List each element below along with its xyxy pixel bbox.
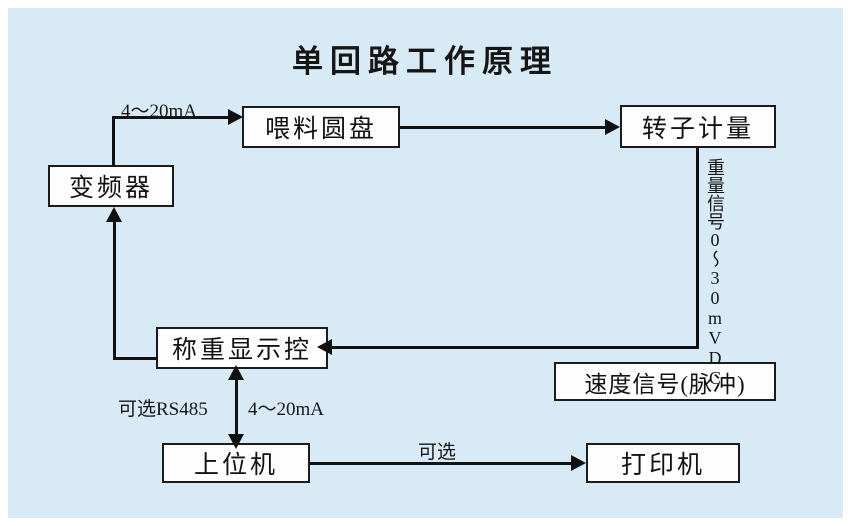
- frame-border-bottom: [0, 518, 850, 526]
- node-speed-signal: 速度信号(脉冲): [554, 362, 776, 401]
- arrowhead-down-to-host-computer: [228, 434, 244, 449]
- frame-border-left: [0, 0, 8, 526]
- edge-weigh-up-to-inverter: [113, 220, 116, 360]
- arrowhead-to-printer: [571, 455, 586, 471]
- edge-host-to-printer: [310, 462, 574, 465]
- node-inverter: 变频器: [48, 165, 174, 207]
- frame-border-top: [0, 0, 850, 8]
- edge-label-printer-option: 可选: [418, 442, 457, 463]
- edge-label-4-20ma-host: 4～20mA: [248, 399, 325, 420]
- arrowhead-to-inverter: [106, 207, 122, 222]
- diagram-title: 单回路工作原理: [292, 44, 558, 80]
- edge-rotor-left-to-weigh: [330, 346, 699, 349]
- edge-inverter-up-segment: [112, 116, 115, 167]
- edge-feed-to-rotor: [400, 126, 608, 129]
- arrowhead-to-weigh-display: [317, 339, 332, 355]
- frame-border-right: [843, 0, 850, 526]
- node-host-computer: 上位机: [162, 443, 310, 483]
- edge-weigh-left-segment: [113, 357, 158, 360]
- arrowhead-to-rotor-metering: [605, 119, 620, 135]
- node-weigh-display: 称重显示控: [156, 327, 328, 369]
- edge-label-4-20ma-top: 4～20mA: [121, 101, 198, 122]
- edge-label-rs485-option: 可选RS485: [118, 399, 208, 420]
- node-printer: 打印机: [586, 443, 740, 483]
- arrowhead-up-to-weigh-display: [228, 365, 244, 380]
- node-rotor-metering: 转子计量: [620, 105, 776, 148]
- arrowhead-to-feed-disc: [228, 109, 243, 125]
- edge-weigh-host-link: [235, 376, 238, 438]
- edge-label-weight-signal: 重量信号0～30mVDC: [705, 158, 725, 388]
- node-feed-disc: 喂料圆盘: [242, 106, 400, 148]
- edge-rotor-down: [696, 148, 699, 348]
- edge-inverter-right-segment: [112, 116, 230, 119]
